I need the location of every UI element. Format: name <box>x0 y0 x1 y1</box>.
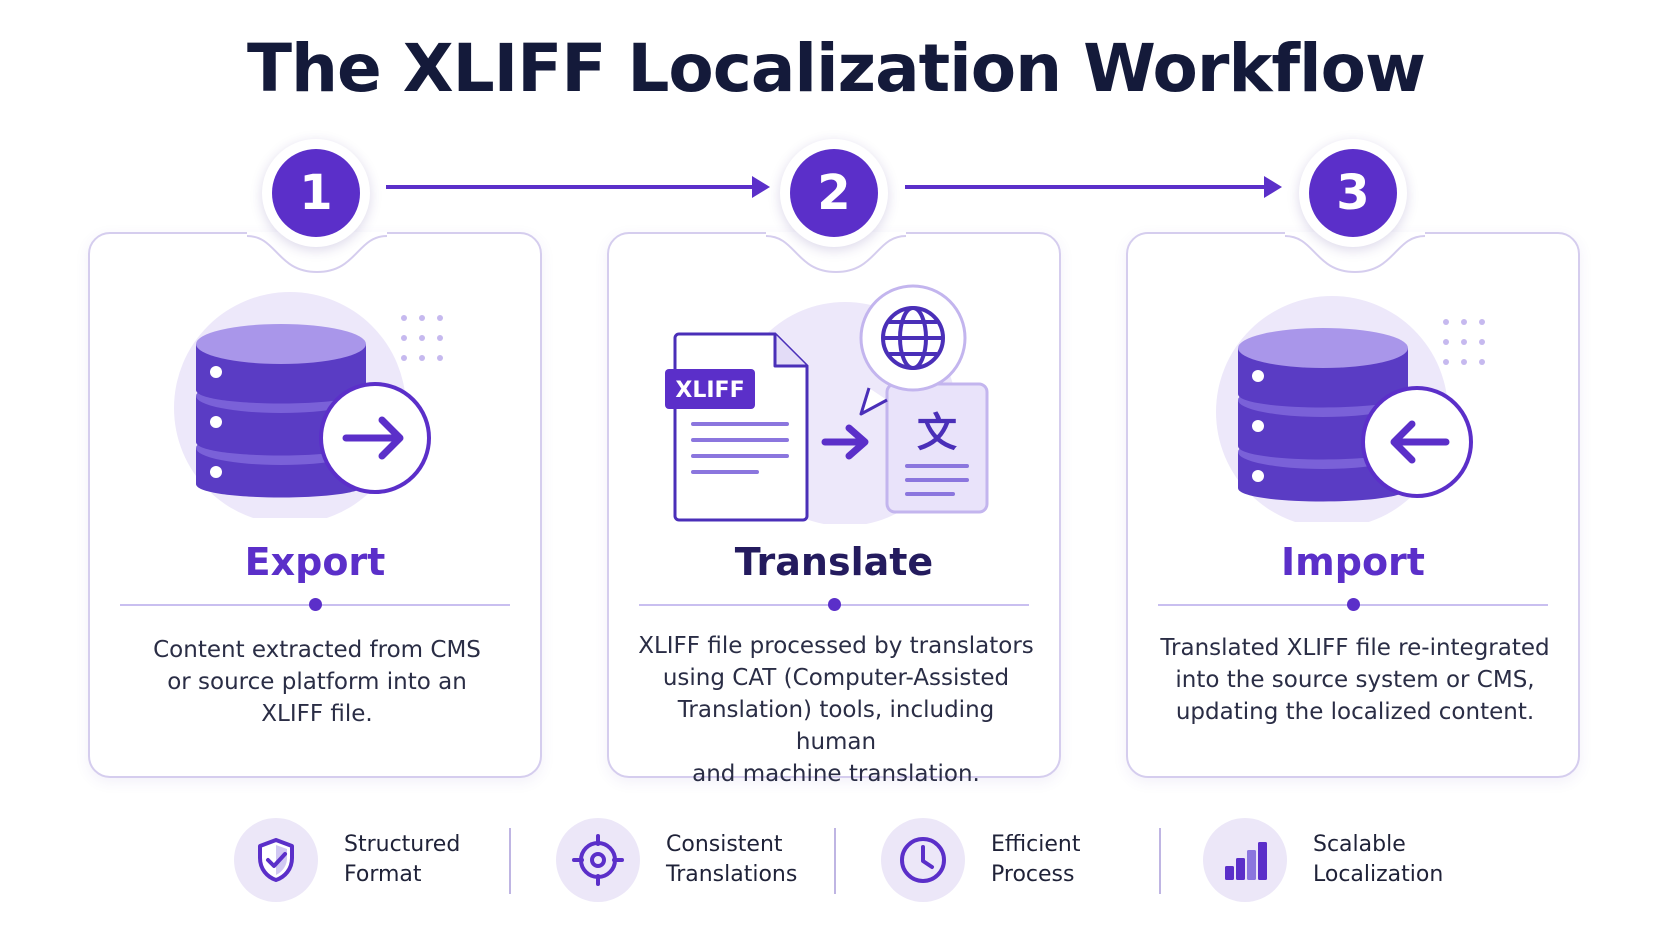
flow-arrow-1-2-line <box>386 185 758 189</box>
page-title: The XLIFF Localization Workflow <box>246 30 1426 107</box>
step-card-import: Import Translated XLIFF file re-integrat… <box>1126 232 1580 778</box>
flow-arrow-2-3-head <box>1264 176 1282 198</box>
feature-separator <box>509 828 511 894</box>
step-description-import: Translated XLIFF file re-integrated into… <box>1160 635 1550 725</box>
step-title-import: Import <box>1281 540 1425 584</box>
flow-arrow-1-2-head <box>752 176 770 198</box>
feature-structured-format: Structured Format <box>234 818 494 902</box>
xliff-file-translate-icon: XLIFF 文 <box>665 284 989 524</box>
feature-label: Scalable Localization <box>1313 832 1444 887</box>
step-description-translate: XLIFF file processed by translators usin… <box>638 633 1034 787</box>
step-number-1: 1 <box>272 149 360 237</box>
clock-icon <box>881 818 965 902</box>
shield-check-icon <box>234 818 318 902</box>
step-badge-1: 1 <box>262 139 370 247</box>
bar-chart-icon <box>1203 818 1287 902</box>
divider-dot <box>309 598 322 611</box>
feature-label: Structured Format <box>344 832 461 887</box>
feature-efficient-process: Efficient Process <box>881 818 1141 902</box>
feature-label: Consistent Translations <box>666 832 798 887</box>
flow-arrow-2-3-line <box>905 185 1269 189</box>
database-import-icon <box>1216 296 1485 522</box>
step-number-2: 2 <box>790 149 878 237</box>
feature-consistent-translations: Consistent Translations <box>556 818 816 902</box>
step-number-3: 3 <box>1309 149 1397 237</box>
step-badge-2: 2 <box>780 139 888 247</box>
divider-dot <box>828 598 841 611</box>
step-description-export: Content extracted from CMS or source pla… <box>153 637 481 727</box>
translated-glyph: 文 <box>917 410 957 456</box>
feature-scalable-localization: Scalable Localization <box>1203 818 1463 902</box>
database-export-icon <box>174 292 443 518</box>
feature-separator <box>834 828 836 894</box>
divider-dot <box>1347 598 1360 611</box>
xliff-file-label: XLIFF <box>675 378 744 403</box>
step-card-translate: XLIFF 文 Translate XLIFF file proces <box>607 232 1061 787</box>
target-icon <box>556 818 640 902</box>
step-card-export: Export Content extracted from CMS or sou… <box>88 232 542 778</box>
step-badge-3: 3 <box>1299 139 1407 247</box>
step-title-export: Export <box>244 540 386 584</box>
feature-separator <box>1159 828 1161 894</box>
step-title-translate: Translate <box>734 540 934 584</box>
feature-label: Efficient Process <box>991 832 1081 887</box>
